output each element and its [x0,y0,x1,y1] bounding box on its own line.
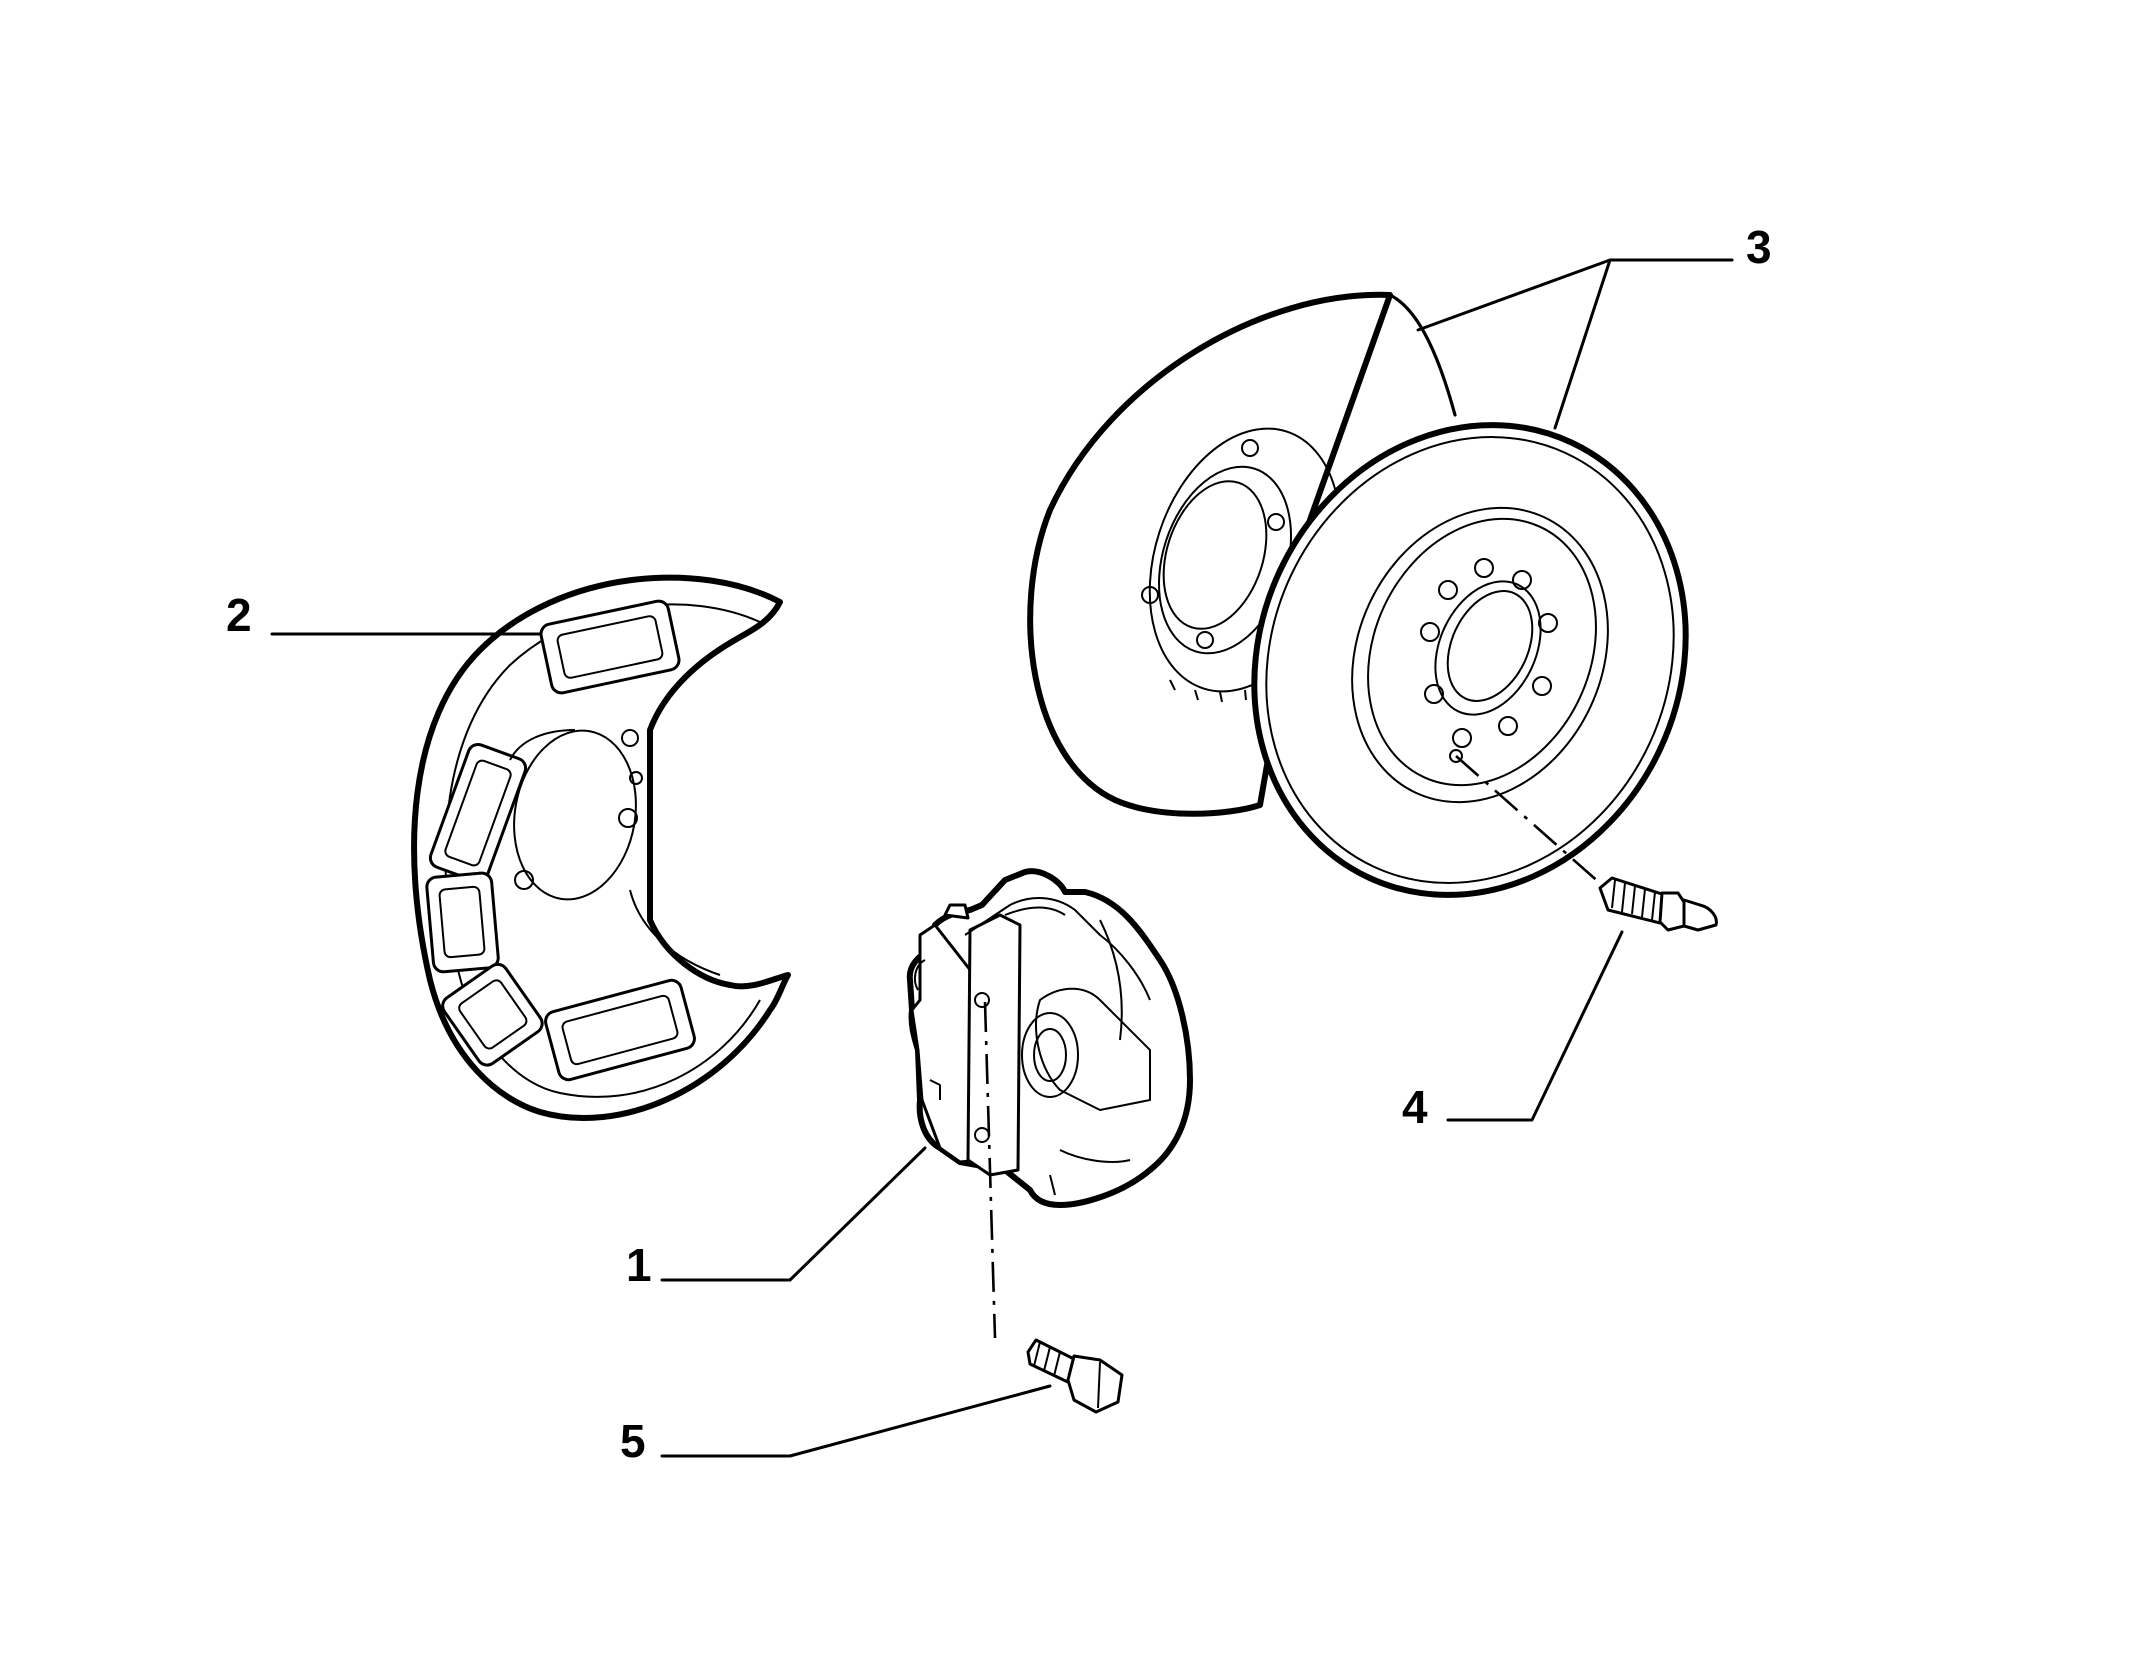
callout-4: 4 [1402,1081,1428,1133]
bolt-axis-line [983,1001,997,1339]
brake-disc [1027,291,1689,898]
leader-line-3b [1553,258,1612,430]
callout-1: 1 [626,1239,652,1291]
leader-line-3 [1416,258,1734,332]
stud-axis-line [1455,755,1603,886]
callout-2: 2 [226,589,252,641]
leader-line-5 [660,1384,1052,1458]
callout-5: 5 [620,1415,646,1467]
wheel-stud [1598,876,1718,932]
dust-shield [411,574,791,1122]
caliper-bolt [1026,1338,1124,1414]
leader-line-4 [1446,930,1624,1122]
brake-caliper [906,868,1193,1208]
callout-3: 3 [1746,221,1772,273]
leader-line-1 [660,1146,927,1282]
